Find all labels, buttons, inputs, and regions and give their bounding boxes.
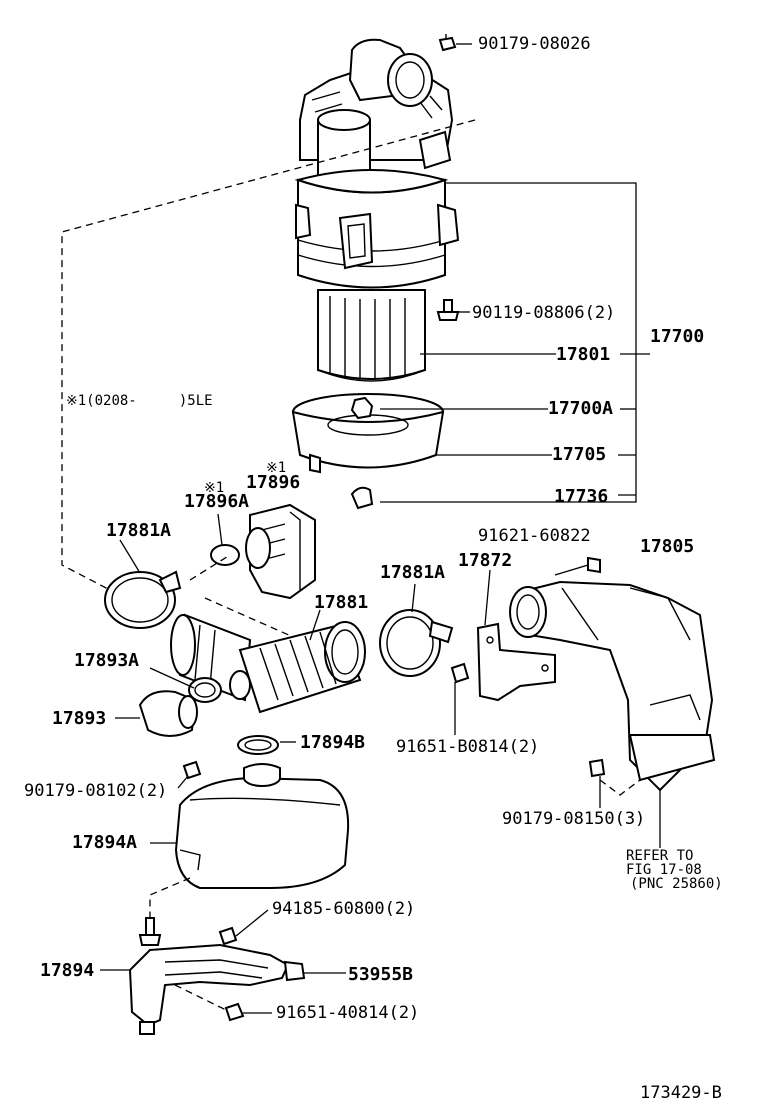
hose-clamp-17881A-left <box>104 570 182 629</box>
label-17896A: 17896A <box>184 491 249 512</box>
refer-line-3: (PNC 25860) <box>630 876 723 892</box>
air-filter-element <box>317 289 426 382</box>
label-17700A: 17700A <box>548 398 613 419</box>
hose-clamp-17893A <box>188 677 222 703</box>
bolt-90119-08806 <box>436 299 460 321</box>
label-17801: 17801 <box>556 344 610 365</box>
label-94185-60800: 94185-60800(2) <box>272 899 415 919</box>
label-90179-08026: 90179-08026 <box>478 34 591 54</box>
refer-line-2: FIG 17-08 <box>626 862 702 878</box>
label-17805: 17805 <box>640 536 694 557</box>
hose-17893 <box>138 690 198 737</box>
label-90179-08102: 90179-08102(2) <box>24 781 167 801</box>
leader-lines <box>100 539 601 1014</box>
label-17893A: 17893A <box>74 650 139 671</box>
resonator-guide <box>189 554 301 641</box>
ring-17894B <box>237 735 279 755</box>
hose-clamp-17881A-right <box>379 609 454 677</box>
clip-17736 <box>350 486 374 510</box>
label-17894: 17894 <box>40 960 94 981</box>
air-cleaner-case <box>294 169 460 289</box>
refer-line-1: REFER TO <box>626 848 693 864</box>
bolt-94185-60800 <box>218 926 238 946</box>
bolt-91621-60822 <box>554 556 601 576</box>
label-90179-08150: 90179-08150(3) <box>502 809 645 829</box>
label-91651-40814: 91651-40814(2) <box>276 1003 419 1023</box>
label-17736: 17736 <box>554 486 608 507</box>
intake-hose-17881 <box>229 621 366 714</box>
bolt-91651-B0814 <box>450 662 470 684</box>
nut-90179-08150 <box>588 758 641 796</box>
air-cleaner-cap <box>299 38 454 191</box>
intake-duct-17805 <box>509 580 716 792</box>
label-17700: 17700 <box>650 326 704 347</box>
assembly-guide-line <box>61 119 476 591</box>
nut-90179-08102 <box>182 760 202 780</box>
label-17872: 17872 <box>458 550 512 571</box>
label-53955B: 53955B <box>348 964 413 985</box>
bracket-17872 <box>476 622 556 702</box>
label-17894A: 17894A <box>72 832 137 853</box>
bracket-17894 <box>128 943 290 1035</box>
label-17893: 17893 <box>52 708 106 729</box>
label-17894B: 17894B <box>300 732 365 753</box>
label-17705: 17705 <box>552 444 606 465</box>
resonator-tank-17894A <box>174 763 350 889</box>
label-17896: 17896 <box>246 472 300 493</box>
label-17881A-right: 17881A <box>380 562 445 583</box>
note-applicability: ※1(0208- )5LE <box>66 393 213 409</box>
label-17881: 17881 <box>314 592 368 613</box>
tank-guide <box>149 877 191 920</box>
label-91621-60822: 91621-60822 <box>478 526 591 546</box>
label-91651-B0814: 91651-B0814(2) <box>396 737 539 757</box>
figure-id: 173429-B <box>640 1083 722 1103</box>
bolt-91651-40814 <box>174 984 245 1022</box>
mark-17896A: ※1 <box>204 480 224 496</box>
air-cleaner-lower-case <box>291 393 445 474</box>
stud-bolt <box>138 917 162 946</box>
bracket-17700 <box>380 43 650 503</box>
label-17881A-left: 17881A <box>106 520 171 541</box>
nut-90179-08026 <box>438 34 457 52</box>
resonator-17896 <box>245 503 316 600</box>
clamp-17896A <box>210 513 240 566</box>
mark-17896: ※1 <box>266 460 286 476</box>
label-90119-08806: 90119-08806(2) <box>472 303 615 323</box>
sensor-53955B <box>283 960 306 982</box>
